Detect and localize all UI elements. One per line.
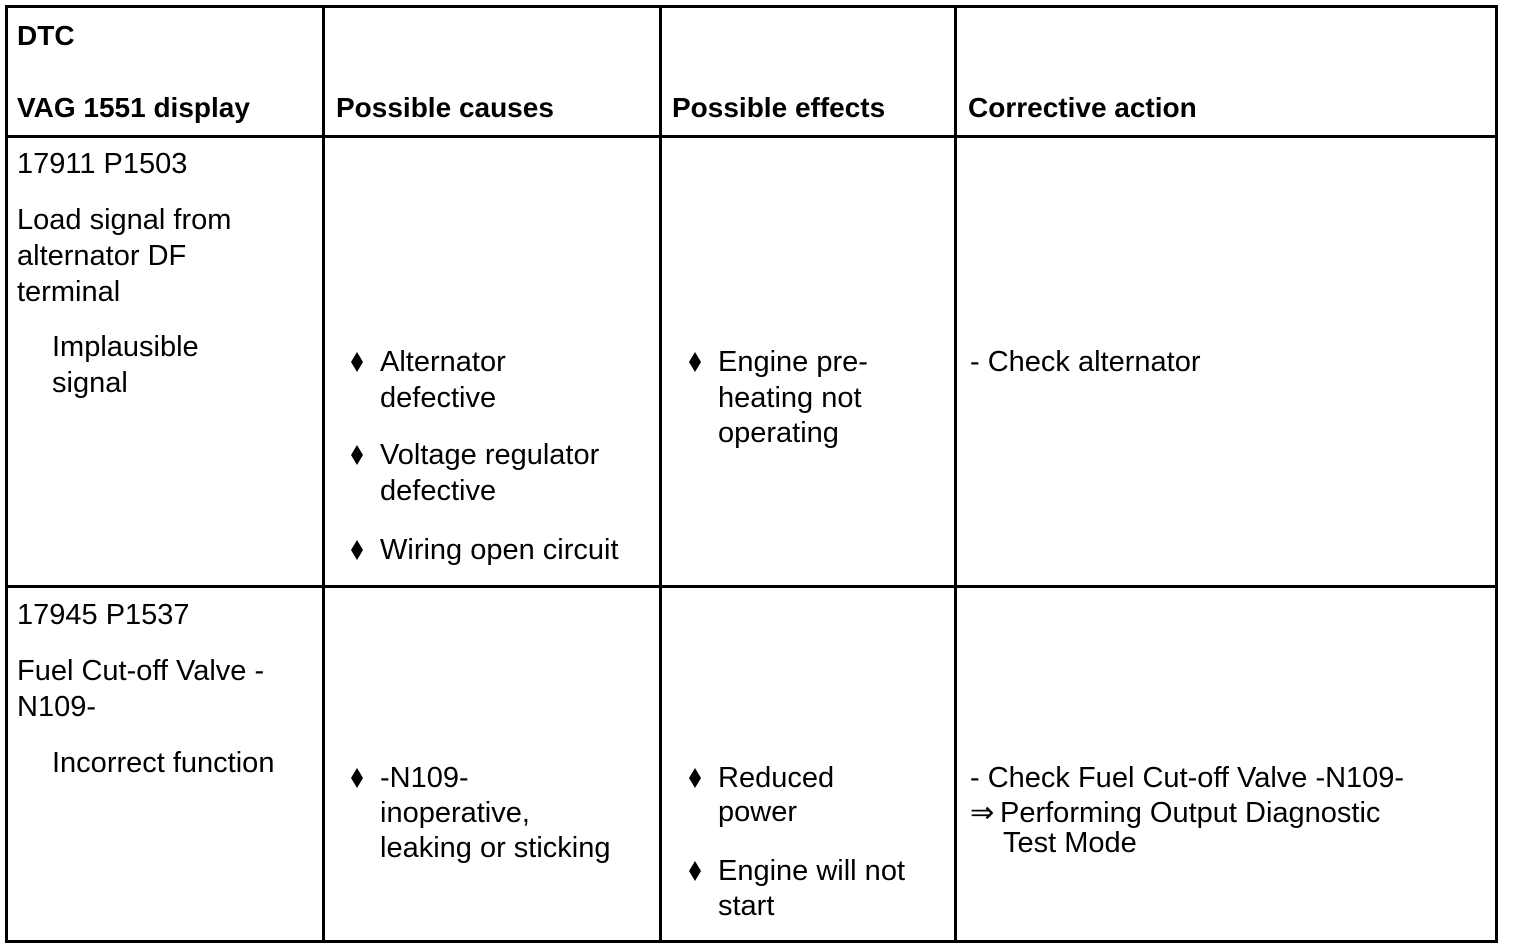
dtc-description-line: terminal — [17, 276, 121, 308]
effect-text-line: Reduced — [718, 762, 835, 794]
table-top-border — [5, 5, 1498, 8]
cause-text-line: inoperative, — [380, 797, 530, 829]
cause-text-line: Wiring open circuit — [380, 534, 619, 566]
dtc-code: 17911 P1503 — [17, 148, 188, 180]
corrective-action-link[interactable]: ⇒Performing Output Diagnostic — [970, 795, 1380, 831]
dtc-description-line: Load signal from — [17, 204, 232, 236]
diamond-bullet-icon — [348, 344, 366, 380]
header-vag-display: VAG 1551 display — [17, 92, 250, 123]
dtc-description-line: alternator DF — [17, 240, 187, 272]
effect-text-line: power — [718, 796, 797, 828]
diamond-bullet-icon — [348, 760, 366, 796]
column-divider-2 — [659, 5, 662, 943]
corrective-action-link-continuation[interactable]: Test Mode — [1003, 827, 1137, 859]
cause-text-line: -N109- — [380, 762, 469, 794]
dtc-description-line: N109- — [17, 691, 96, 723]
corrective-action-link-text: Performing Output Diagnostic — [1000, 797, 1381, 829]
dtc-description-line: Fuel Cut-off Valve - — [17, 655, 265, 687]
header-corrective-action: Corrective action — [968, 92, 1197, 123]
diamond-bullet-icon — [686, 760, 704, 796]
dtc-condition-line: Implausible — [52, 331, 199, 363]
cause-text-line: Voltage regulator — [380, 439, 600, 471]
dtc-condition-line: signal — [52, 367, 128, 399]
dtc-code: 17945 P1537 — [17, 599, 190, 631]
diamond-bullet-icon — [348, 437, 366, 473]
column-divider-3 — [954, 5, 957, 943]
diamond-bullet-icon — [686, 344, 704, 380]
corrective-action-text: - Check alternator — [970, 346, 1201, 378]
cause-text-line: leaking or sticking — [380, 832, 611, 864]
effect-text-line: heating not — [718, 382, 862, 414]
effect-text-line: start — [718, 890, 775, 922]
cause-text-line: defective — [380, 382, 497, 414]
table-left-border — [5, 5, 8, 943]
header-dtc: DTC — [17, 20, 75, 51]
header-bottom-border — [5, 135, 1498, 138]
cause-text-line: defective — [380, 475, 497, 507]
effect-text-line: Engine will not — [718, 855, 905, 887]
diamond-bullet-icon — [686, 853, 704, 889]
column-divider-1 — [322, 5, 325, 943]
corrective-action-text: - Check Fuel Cut-off Valve -N109- — [970, 762, 1405, 794]
dtc-condition-line: Incorrect function — [52, 747, 275, 779]
row-divider — [5, 585, 1498, 588]
table-right-border — [1495, 5, 1498, 943]
diamond-bullet-icon — [348, 532, 366, 568]
arrow-right-icon: ⇒ — [970, 797, 995, 829]
effect-text-line: Engine pre- — [718, 346, 868, 378]
effect-text-line: operating — [718, 417, 839, 449]
cause-text-line: Alternator — [380, 346, 506, 378]
header-possible-effects: Possible effects — [672, 92, 886, 123]
table-bottom-border — [5, 940, 1498, 943]
header-possible-causes: Possible causes — [336, 92, 554, 123]
